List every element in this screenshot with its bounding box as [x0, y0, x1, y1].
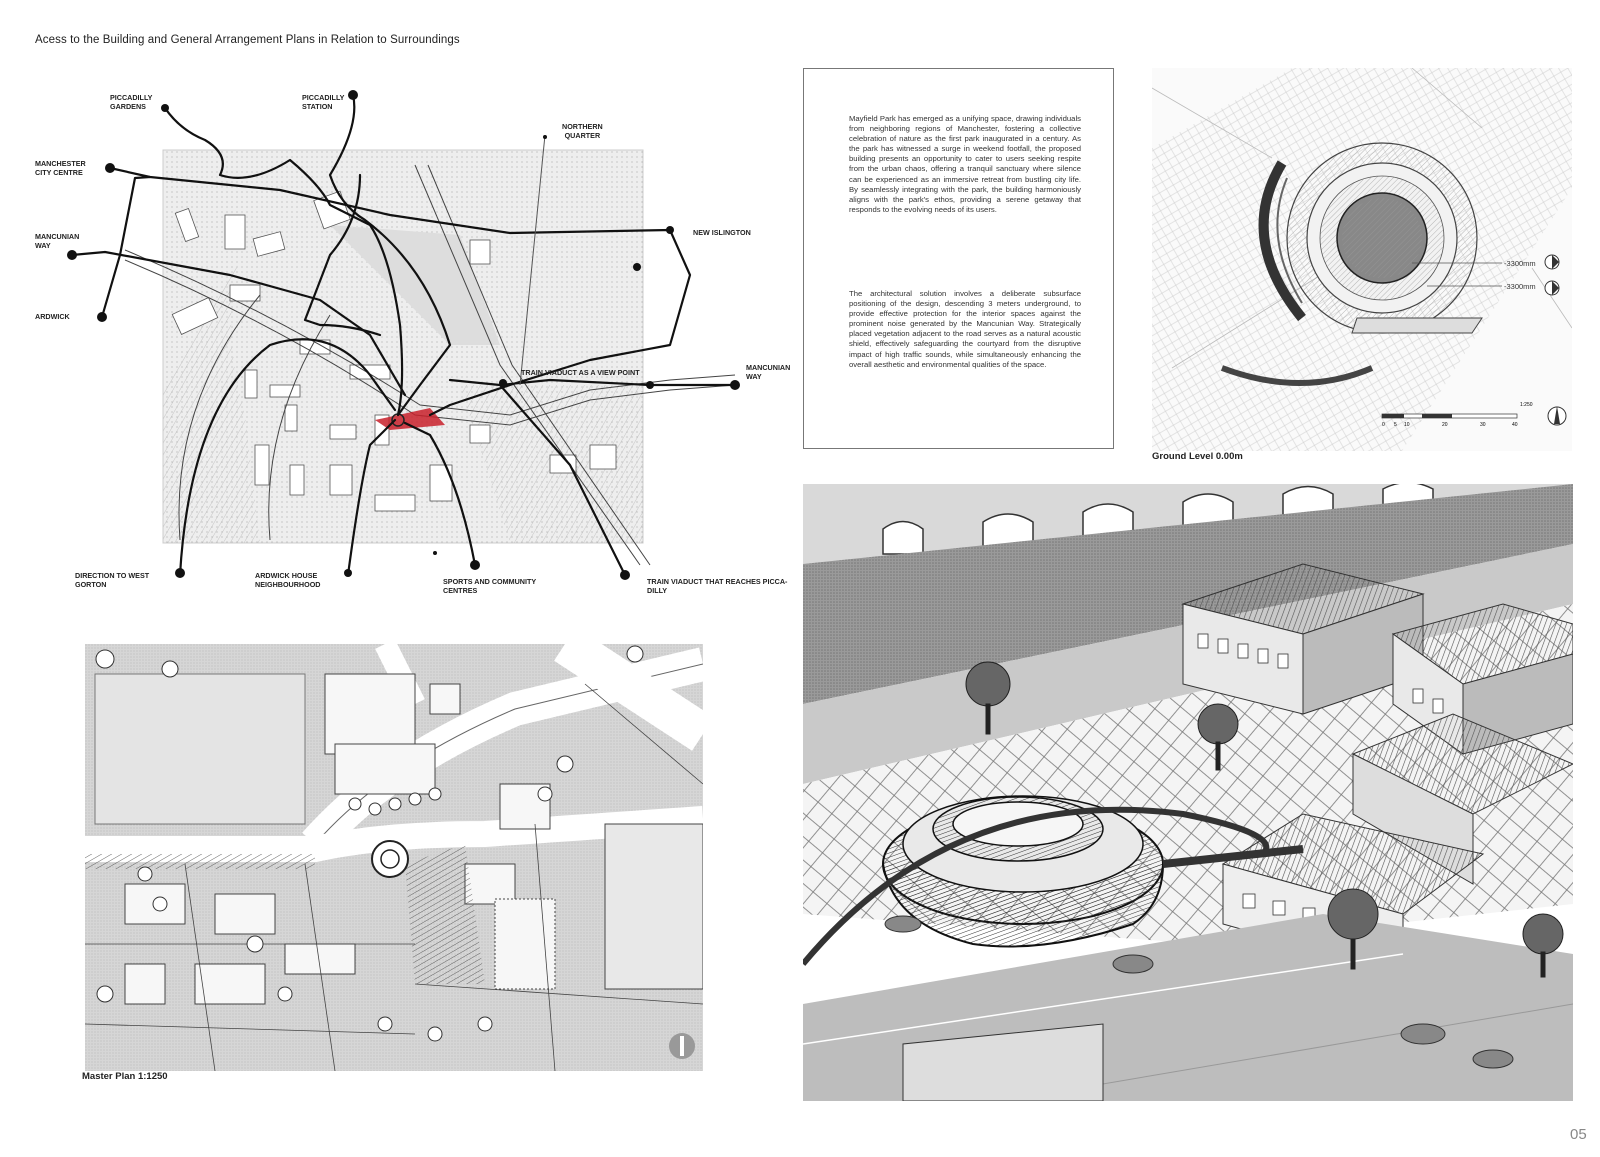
label-train-viaduct-piccadilly: TRAIN VIADUCT THAT REACHES PICCA- DILLY	[647, 577, 788, 595]
circular-building	[800, 795, 1304, 966]
label-mancunian-way-left: MANCUNIAN WAY	[35, 232, 80, 250]
scale-tick: 40	[1512, 422, 1518, 428]
north-arrow-icon	[1547, 406, 1567, 426]
scale-ratio: 1:250	[1520, 402, 1533, 408]
level-marker-2: -3300mm	[1504, 282, 1536, 291]
label-ardwick-house: ARDWICK HOUSE NEIGHBOURHOOD	[255, 571, 321, 589]
site-highlight	[375, 408, 445, 430]
label-new-islington: NEW ISLINGTON	[693, 228, 751, 237]
ground-plan-drawing: -3300mm -3300mm 0 5 10 20 30 40 1:250	[1151, 67, 1573, 451]
master-plan-north-arrow-icon	[669, 1033, 695, 1059]
page-title: Acess to the Building and General Arrang…	[35, 34, 460, 46]
master-plan-svg	[84, 627, 714, 1072]
label-northern-quarter: NORTHERN QUARTER	[562, 122, 603, 140]
label-manchester-city-centre: MANCHESTER CITY CENTRE	[35, 159, 86, 177]
label-train-viaduct-view-point: TRAIN VIADUCT AS A VIEW POINT	[521, 368, 640, 377]
scale-tick: 5	[1394, 422, 1397, 428]
description-box: Mayfield Park has emerged as a unifying …	[803, 68, 1114, 449]
scale-tick: 10	[1404, 422, 1410, 428]
scale-tick: 20	[1442, 422, 1448, 428]
scale-tick: 30	[1480, 422, 1486, 428]
ground-plan-caption: Ground Level 0.00m	[1152, 451, 1243, 462]
level-marker-1: -3300mm	[1504, 259, 1536, 268]
label-piccadilly-gardens: PICCADILLY GARDENS	[110, 93, 153, 111]
scale-bar: 0 5 10 20 30 40 1:250	[1381, 402, 1533, 428]
scale-tick: 0	[1382, 422, 1385, 428]
location-map: PICCADILLY GARDENS PICCADILLY STATION NO…	[30, 85, 810, 615]
ground-plan-svg: -3300mm -3300mm 0 5 10 20 30 40 1:250	[1151, 67, 1573, 451]
perspective-svg	[800, 481, 1575, 1102]
description-paragraph-2: The architectural solution involves a de…	[849, 289, 1081, 369]
page-number: 05	[1570, 1126, 1587, 1143]
master-plan-caption: Master Plan 1:1250	[82, 1071, 168, 1082]
label-ardwick: ARDWICK	[35, 312, 70, 321]
description-paragraph-1: Mayfield Park has emerged as a unifying …	[849, 114, 1081, 214]
label-direction-west-gorton: DIRECTION TO WEST GORTON	[75, 571, 150, 589]
label-piccadilly-station: PICCADILLY STATION	[302, 93, 345, 111]
location-map-drawing	[67, 90, 740, 580]
perspective-drawing	[800, 481, 1575, 1102]
master-plan-drawing	[84, 627, 714, 1072]
label-sports-centres: SPORTS AND COMMUNITY CENTRES	[443, 577, 537, 595]
label-mancunian-way-right: MANCUNIAN WAY	[746, 363, 791, 381]
